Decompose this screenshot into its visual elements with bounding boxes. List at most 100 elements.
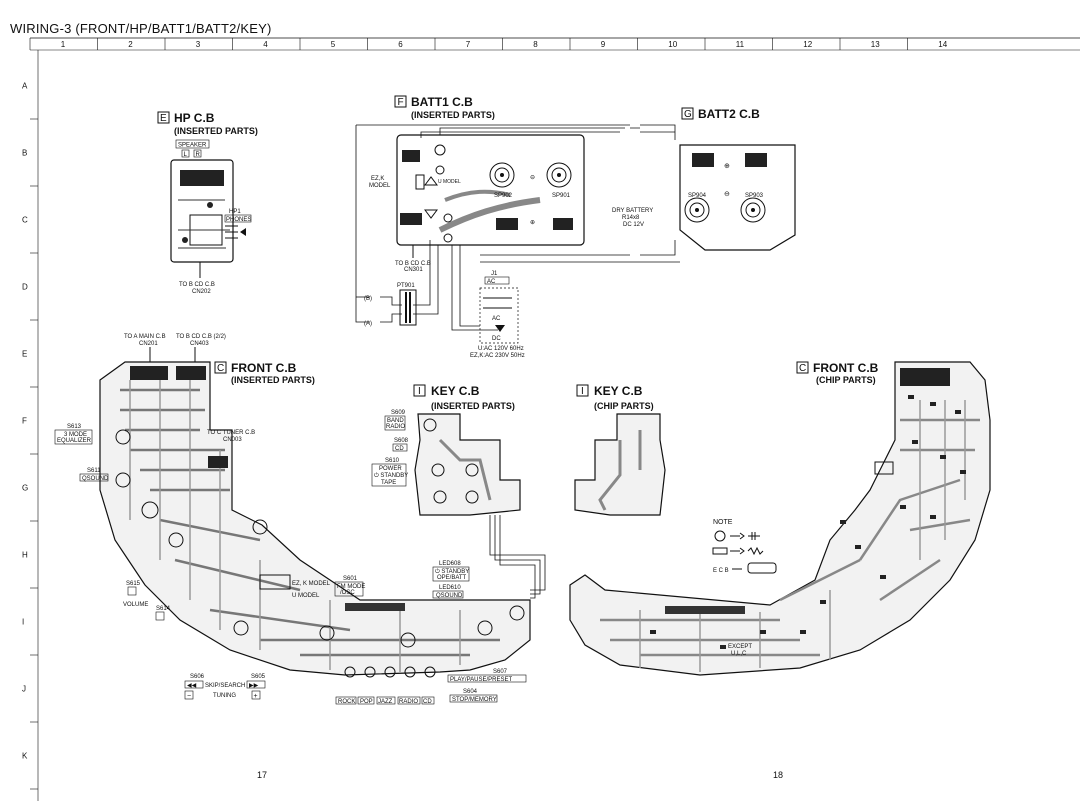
key-ins-sub: (INSERTED PARTS) (431, 401, 515, 411)
s613-mode: 3 MODE (64, 432, 87, 438)
row-label: F (22, 417, 27, 426)
svg-text:▶▶: ▶▶ (249, 683, 259, 689)
batt1-ezk-label: EZ,K (371, 176, 384, 182)
led608-opebatt: OPE/BATT (437, 575, 467, 581)
row-label: G (22, 484, 28, 493)
batt1-board-name: BATT1 C.B (411, 95, 473, 109)
s613-equalizer: EQUALIZER (57, 438, 92, 444)
column-label: 2 (128, 40, 133, 49)
svg-text:⊖: ⊖ (724, 191, 730, 198)
front-chip-board (569, 361, 991, 676)
skip-search-label: SKIP/SEARCH (205, 683, 245, 689)
front-chip-sub: (CHIP PARTS) (816, 375, 876, 385)
pt901-transformer (399, 289, 417, 326)
batt1-umodel-label: U MODEL (438, 179, 461, 185)
sp902-label: SP902 (494, 193, 513, 199)
row-label: C (22, 216, 28, 225)
s608-label: S608 (394, 438, 409, 444)
key-chip-board (574, 413, 666, 516)
hp-board-letter: E (160, 113, 167, 124)
to-cd-cn403-label: TO B CD C.B (2/2) (176, 334, 226, 340)
batt2-board: ⊕ ⊖ (679, 144, 796, 251)
key-inserted-board (414, 413, 521, 516)
volume-label: VOLUME (123, 602, 148, 608)
hp-board-letter-box (157, 111, 170, 124)
front-inserted-board (99, 361, 531, 678)
led608-standby: ⏻ STANDBY (435, 568, 469, 575)
led610-qsound: QSOUND (436, 593, 463, 599)
cn202-label: CN202 (192, 289, 211, 295)
dc12-label: DC 12V (623, 222, 644, 228)
s613-label: S613 (67, 424, 82, 430)
s610-tape: TAPE (381, 480, 396, 486)
column-label: 11 (736, 40, 745, 49)
cn301-label: CN301 (404, 267, 423, 273)
dry-battery-label: DRY BATTERY (612, 208, 653, 214)
except-label: EXCEPT (728, 644, 752, 650)
page-number-17: 17 (257, 770, 267, 780)
column-label: 3 (196, 40, 201, 49)
row-label: A (22, 82, 28, 91)
dc-label: DC (492, 336, 501, 342)
front-chip-letter: C (799, 363, 806, 374)
column-label: 14 (938, 40, 947, 49)
ac-label: AC (492, 316, 501, 322)
row-label: E (22, 350, 27, 359)
key-chip-sub: (CHIP PARTS) (594, 401, 654, 411)
s609-radio: RADIO (386, 424, 405, 430)
svg-text:E C B: E C B (713, 568, 729, 574)
svg-text:(B): (B) (364, 296, 372, 302)
to-cd-cn202: TO B CD C.B (179, 282, 215, 288)
led610-label: LED610 (439, 585, 461, 591)
hp1-label: HP1 (229, 209, 241, 215)
page-title: WIRING-3 (FRONT/HP/BATT1/BATT2/KEY) (10, 21, 272, 36)
key-ins-letter: I (418, 386, 421, 397)
speaker-label: SPEAKER (178, 143, 207, 149)
r14-label: R14x8 (622, 215, 640, 221)
svg-text:⊕: ⊕ (724, 163, 730, 170)
led608-label: LED608 (439, 561, 461, 567)
column-label: 9 (601, 40, 606, 49)
column-label: 4 (263, 40, 268, 49)
s614-label: S614 (156, 606, 171, 612)
row-label: B (22, 149, 27, 158)
s606-label: S606 (190, 674, 205, 680)
s601-label: S601 (343, 576, 358, 582)
ezk-ac-label: EZ,K:AC 230V 50Hz (470, 353, 525, 359)
svg-text:⊕: ⊕ (530, 220, 535, 226)
column-label: 7 (466, 40, 471, 49)
s605-label: S605 (251, 674, 266, 680)
j1-label: J1 (491, 271, 498, 277)
to-tuner-label: TO C TUNER C.B (207, 430, 255, 436)
ezk-model3-label: EZ, K MODEL (292, 581, 331, 587)
j1-ac-label: AC (487, 279, 496, 285)
hp-board-name: HP C.B (174, 111, 215, 125)
svg-text:CD: CD (423, 699, 432, 705)
front-chip-name: FRONT C.B (813, 361, 879, 375)
to-cd-cn301: TO B CD C.B (395, 261, 431, 267)
row-label: H (22, 551, 28, 560)
key-ins-name: KEY C.B (431, 384, 480, 398)
note-legend: NOTE E C B (712, 519, 777, 574)
s610-label: S610 (385, 458, 400, 464)
s601-fm-mode: FM MODE (337, 584, 365, 590)
s610-standby: ⏻ STANDBY (374, 472, 408, 479)
front-ins-name: FRONT C.B (231, 361, 297, 375)
svg-text:NOTE: NOTE (713, 519, 733, 526)
preset-buttons-legend: ROCK POP JAZZ RADIO CD (335, 696, 435, 705)
cn403-label: CN403 (190, 341, 209, 347)
s611-label: S611 (87, 468, 101, 474)
row-label: K (22, 752, 28, 761)
row-label: I (22, 618, 24, 627)
row-label: J (22, 685, 26, 694)
page-number-18: 18 (773, 770, 783, 780)
sp904-label: SP904 (688, 193, 707, 199)
svg-text:JAZZ: JAZZ (378, 699, 393, 705)
phones-label: PHONES (226, 217, 251, 223)
s601-osc: /OSC (340, 590, 355, 596)
ulc-label: U,L,C (731, 651, 747, 657)
column-label: 12 (803, 40, 812, 49)
cn003-label: CN003 (223, 437, 242, 443)
hp-board (170, 159, 246, 263)
